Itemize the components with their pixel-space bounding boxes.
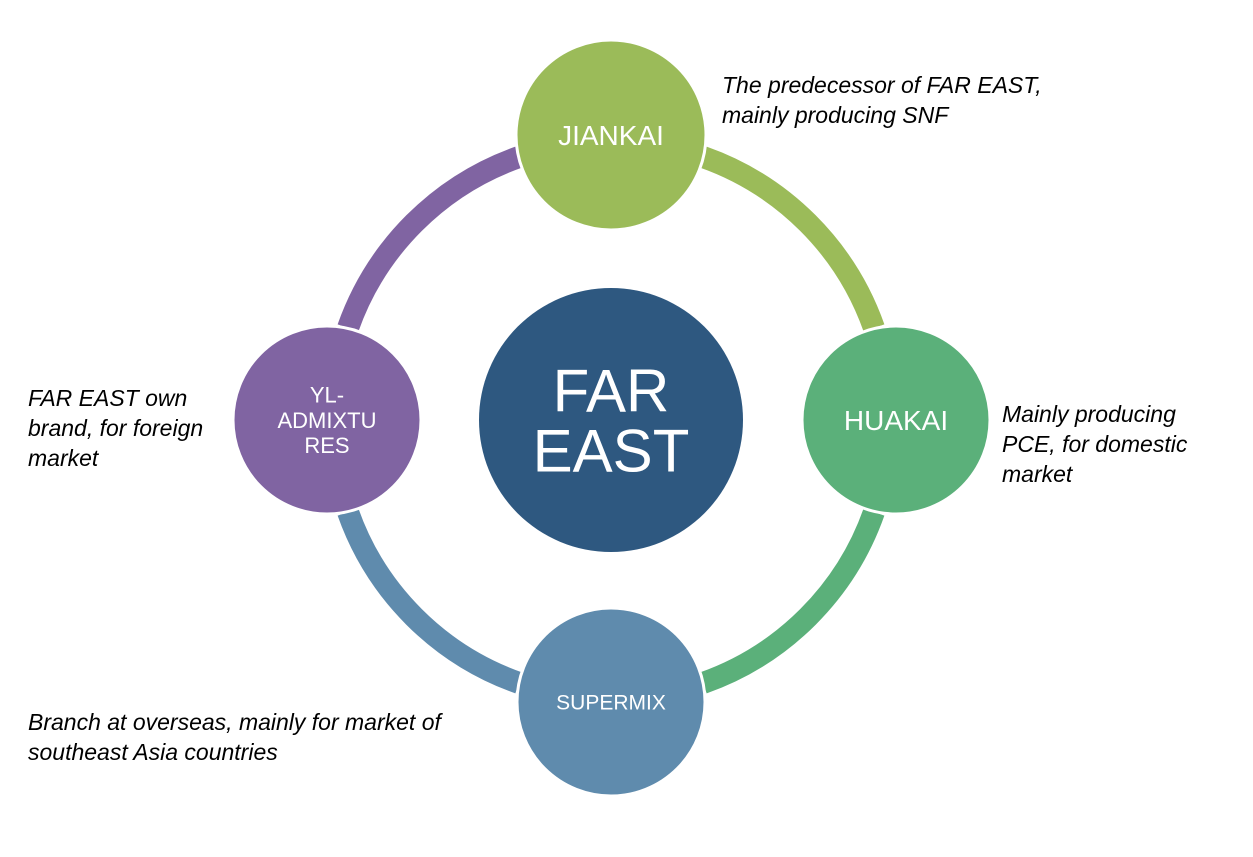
center-node-circle (479, 288, 743, 552)
node-jiankai-circle (514, 38, 708, 232)
arc-yl-jiankai (337, 146, 523, 332)
node-supermix-circle (515, 606, 707, 798)
arc-jiankai-huakai (699, 146, 885, 332)
note-yl-admixtures: FAR EAST own brand, for foreign market (28, 385, 204, 471)
note-jiankai: The predecessor of FAR EAST, mainly prod… (722, 72, 1042, 128)
node-huakai-label: HUAKAI (844, 405, 948, 436)
node-huakai-circle (800, 324, 992, 516)
arc-huakai-supermix (699, 508, 885, 694)
note-huakai: Mainly producing PCE, for domestic marke… (1002, 401, 1188, 487)
node-jiankai-label: JIANKAI (558, 120, 664, 151)
arc-supermix-yl (337, 508, 523, 694)
node-yl-admixtures-circle (231, 324, 423, 516)
note-supermix: Branch at overseas, mainly for market of… (28, 709, 441, 765)
node-supermix-label: SUPERMIX (556, 692, 666, 715)
